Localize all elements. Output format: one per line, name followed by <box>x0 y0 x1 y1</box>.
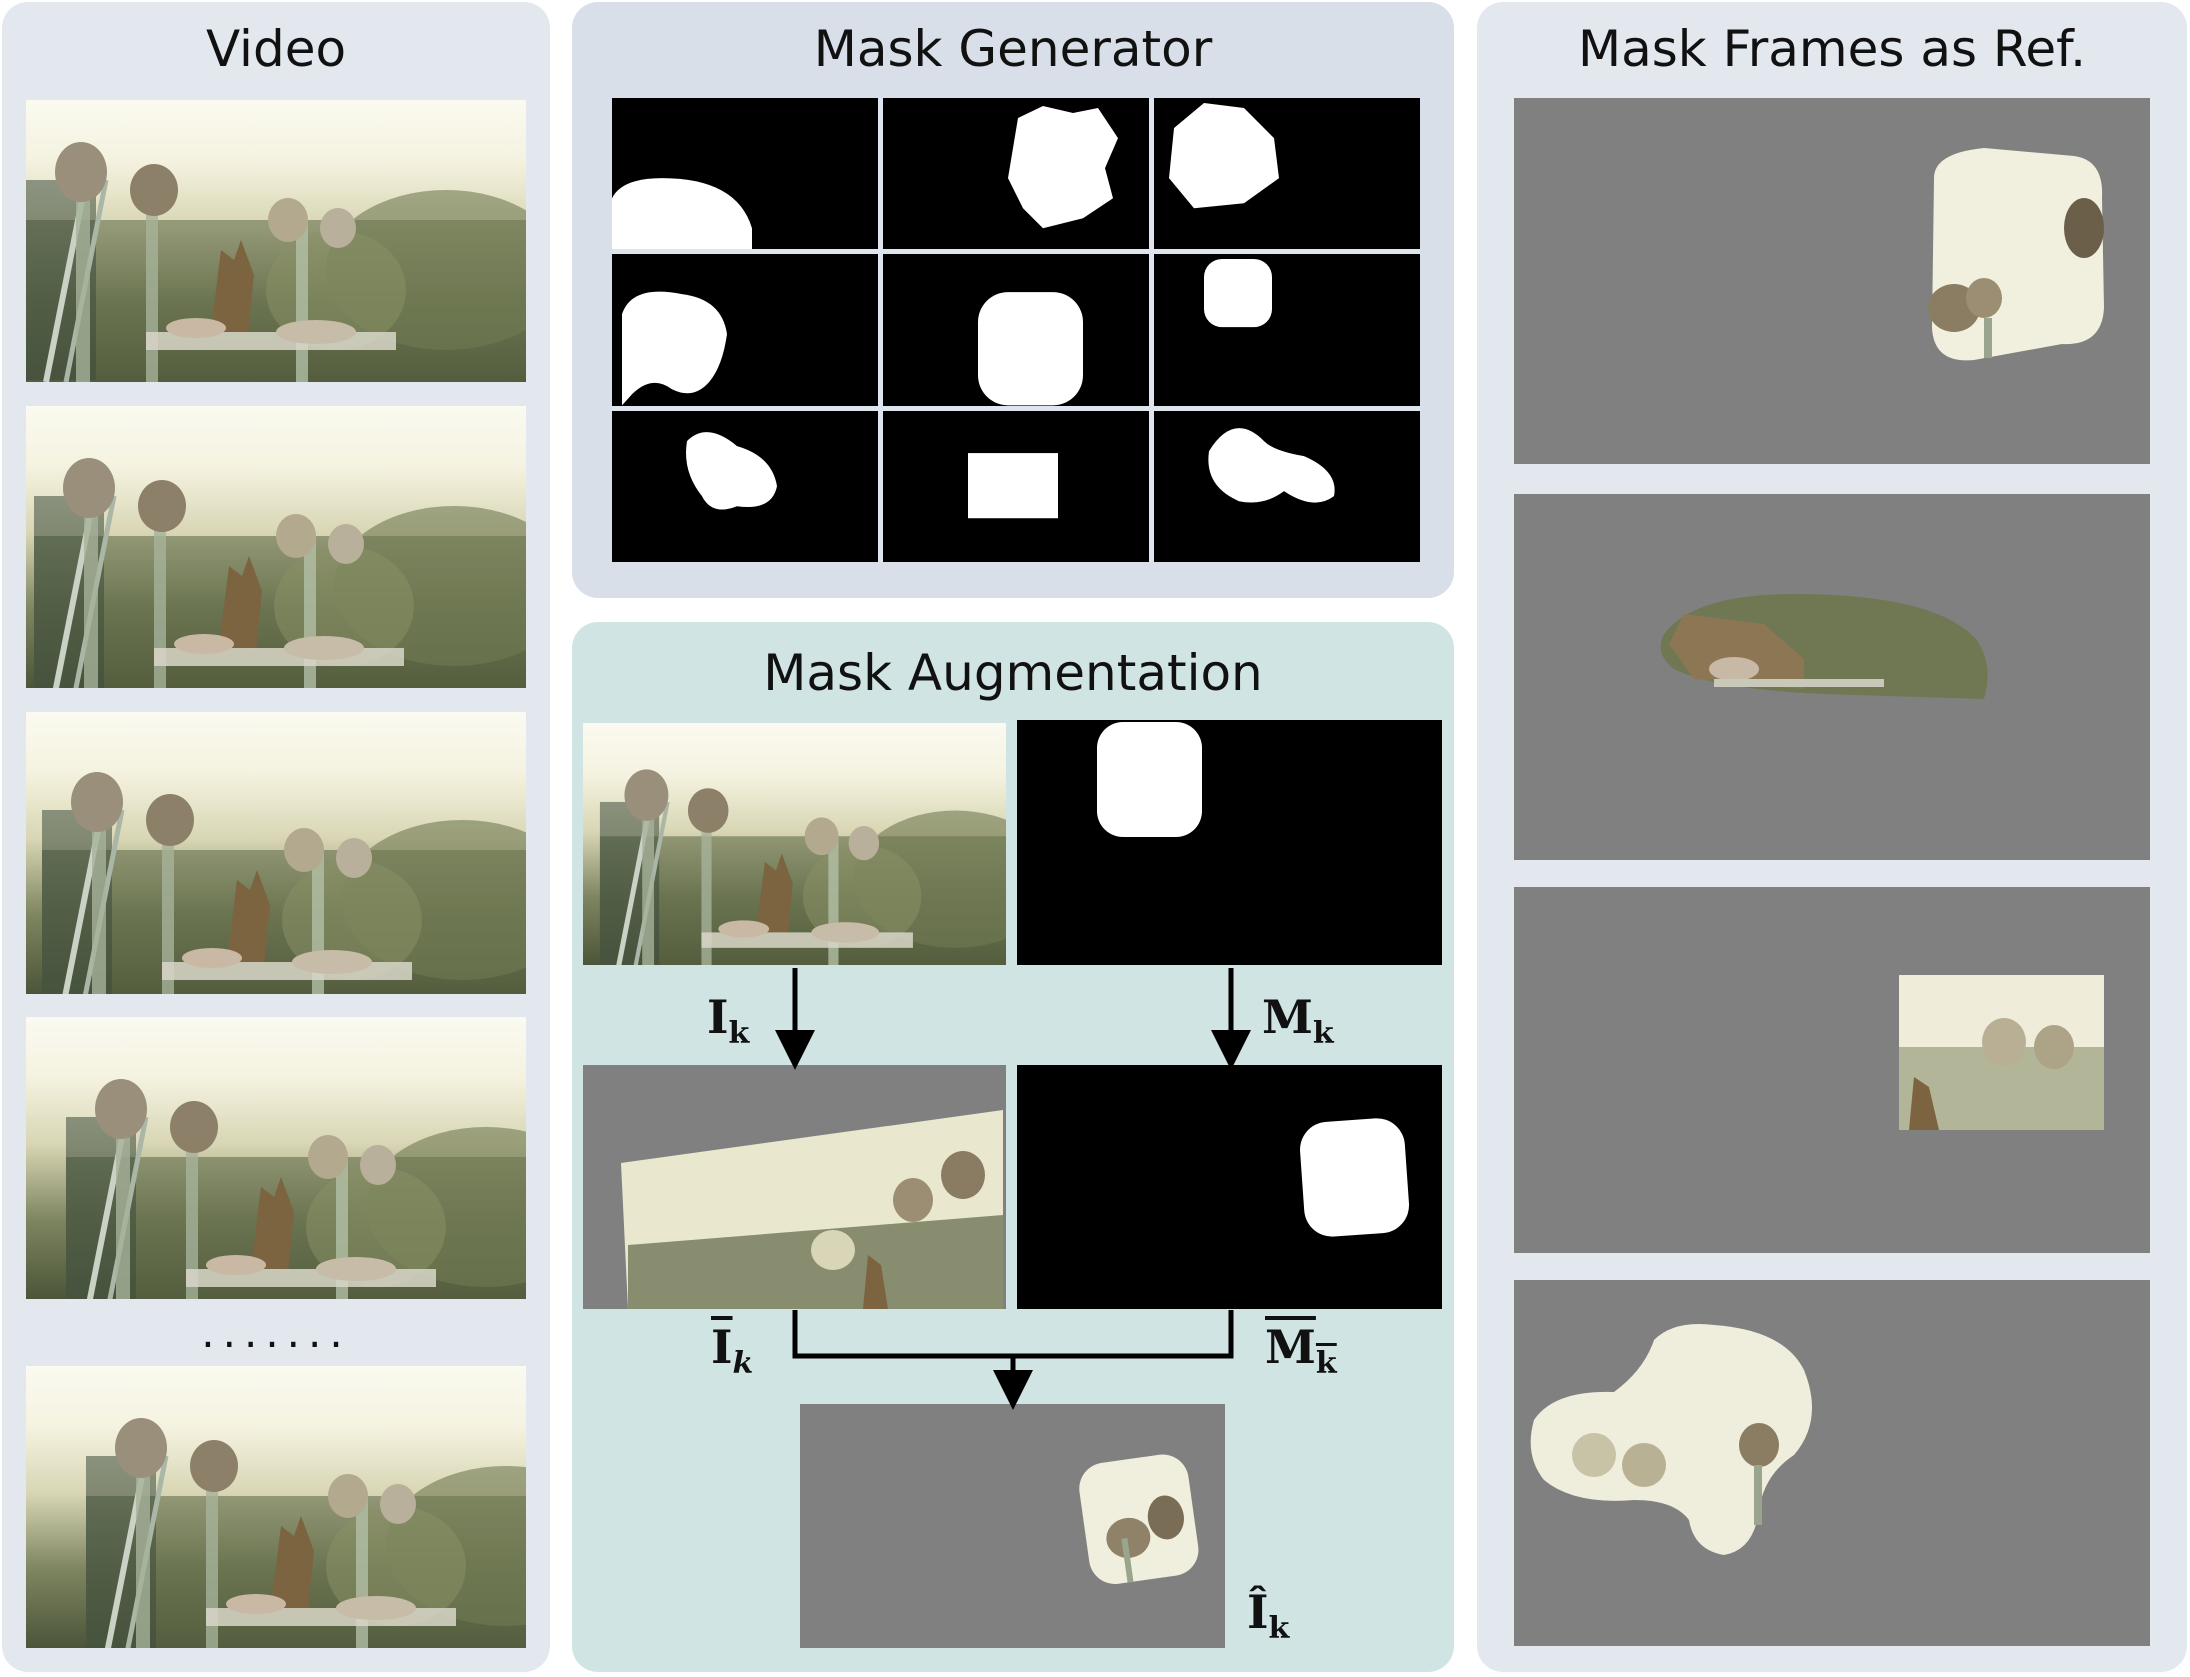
ref-frame-2 <box>1514 494 2150 860</box>
video-frame-3 <box>26 712 526 994</box>
mask-augmentation-title: Mask Augmentation <box>763 644 1263 702</box>
video-frame-1 <box>26 100 526 382</box>
label-mask-augmented: Mk <box>1265 1320 1337 1381</box>
ref-frame-4 <box>1514 1280 2150 1646</box>
video-frame-2 <box>26 406 526 688</box>
ref-frame-1 <box>1514 98 2150 464</box>
video-panel: Video ....... <box>2 2 550 1672</box>
mask-grid <box>612 98 1420 562</box>
label-result: Îk <box>1247 1585 1290 1646</box>
aug-transformed-frame <box>583 1065 1006 1309</box>
label-frame: Ik <box>707 990 750 1051</box>
mask-frames-ref-title: Mask Frames as Ref. <box>1577 20 2087 78</box>
aug-transformed-mask <box>1017 1065 1442 1309</box>
mask-sample-6 <box>1154 254 1420 406</box>
video-frame-4 <box>26 1017 526 1299</box>
mask-sample-7 <box>612 410 878 562</box>
aug-input-mask <box>1017 720 1442 965</box>
mask-sample-9 <box>1154 410 1420 562</box>
mask-sample-5 <box>883 254 1149 406</box>
aug-result-frame <box>800 1404 1225 1648</box>
video-ellipsis: ....... <box>201 1308 351 1357</box>
mask-sample-3 <box>1154 98 1420 250</box>
aug-input-frame <box>583 723 1006 965</box>
label-mask: Mk <box>1262 990 1334 1051</box>
ref-frame-3 <box>1514 887 2150 1253</box>
label-frame-augmented: Ik <box>711 1320 754 1381</box>
mask-sample-2 <box>883 98 1149 250</box>
mask-generator-panel: Mask Generator <box>572 2 1454 598</box>
mask-generator-title: Mask Generator <box>813 20 1213 78</box>
video-title: Video <box>205 20 347 78</box>
video-frame-last <box>26 1366 526 1648</box>
mask-sample-4 <box>612 254 878 406</box>
mask-sample-8 <box>883 410 1149 562</box>
mask-sample-1 <box>612 98 878 250</box>
